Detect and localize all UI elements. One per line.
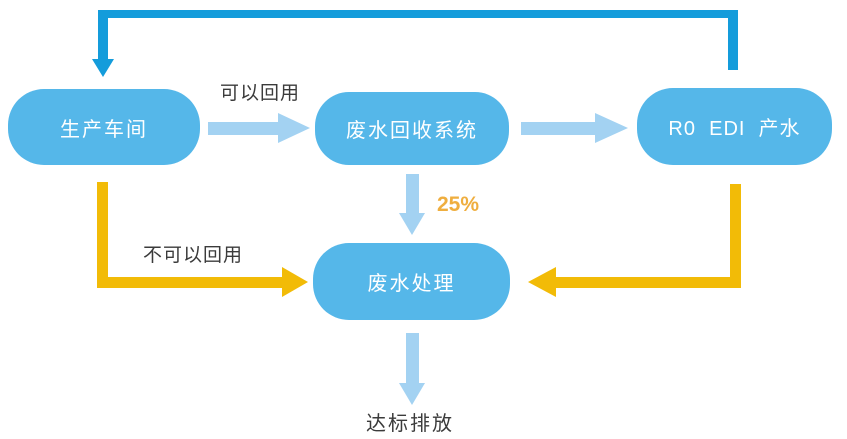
arrow-roedi-to-treatment-arrowhead-left-icon [528, 267, 556, 297]
node-production-workshop: 生产车间 [8, 89, 200, 165]
arrow-treatment-to-discharge-arrowhead-down-icon [399, 383, 425, 405]
label-can-reuse: 可以回用 [219, 83, 300, 104]
arrow-roedi-to-treatment-horizontal-line [556, 277, 741, 288]
recycle-loop-arrowhead-down-icon [92, 59, 114, 77]
node-wastewater-recovery-system: 废水回收系统 [315, 92, 509, 165]
recycle-loop-left-vertical-line [98, 10, 108, 59]
recycle-loop-horizontal-line [98, 10, 738, 18]
arrow-production-to-treatment-vertical-line [97, 182, 108, 288]
arrow-treatment-to-discharge-tail [406, 333, 419, 383]
label-discharge-up-to-standard: 达标排放 [366, 413, 454, 435]
arrow-production-to-recovery-tail [208, 122, 278, 135]
arrow-recovery-to-roedi-tail [521, 122, 595, 135]
recycle-loop-right-vertical-line [728, 10, 738, 70]
arrow-production-to-recovery-arrowhead-right-icon [278, 113, 310, 143]
arrow-recovery-to-treatment-arrowhead-down-icon [399, 213, 425, 235]
node-ro-edi-product-water: R0 EDI 产水 [637, 88, 832, 165]
arrow-recovery-to-treatment-tail [406, 174, 419, 213]
arrow-roedi-to-treatment-vertical-line [730, 184, 741, 288]
arrow-recovery-to-roedi-arrowhead-right-icon [595, 113, 628, 143]
node-wastewater-treatment: 废水处理 [313, 243, 510, 320]
arrow-production-to-treatment-arrowhead-right-icon [282, 267, 308, 297]
label-25-percent: 25% [437, 193, 480, 216]
arrow-production-to-treatment-horizontal-line [97, 277, 282, 288]
label-cannot-reuse: 不可以回用 [142, 245, 243, 266]
